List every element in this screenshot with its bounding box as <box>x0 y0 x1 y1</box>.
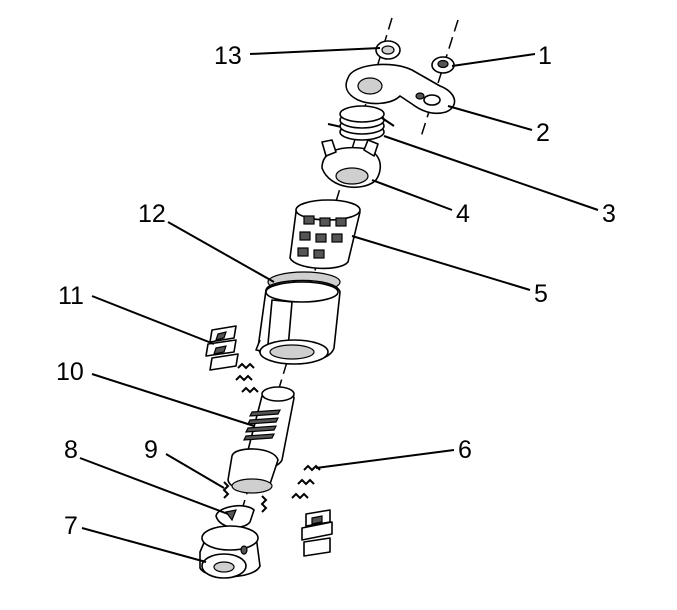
leader-lines <box>79 47 599 563</box>
part-5-cage <box>289 199 361 270</box>
part-6-springs-tumblers <box>291 464 333 557</box>
springs-upper <box>235 362 259 394</box>
part-7-bezel <box>199 525 261 579</box>
callout-9: 9 <box>144 436 158 464</box>
callout-8: 8 <box>64 436 78 464</box>
part-12-housing <box>255 271 341 365</box>
part-2-lock-pawl <box>345 63 456 115</box>
part-9-spring <box>222 481 268 513</box>
callout-1: 1 <box>538 42 552 70</box>
part-3-spring <box>327 105 395 141</box>
callout-12: 12 <box>138 200 166 228</box>
callout-5: 5 <box>534 280 548 308</box>
pawl-axis <box>419 19 459 141</box>
part-10-cylinder <box>227 386 295 494</box>
part-13-retainer <box>375 40 401 60</box>
callout-3: 3 <box>602 200 616 228</box>
callout-10: 10 <box>56 358 84 386</box>
part-1-screw <box>431 56 455 74</box>
callout-4: 4 <box>456 200 470 228</box>
callout-11: 11 <box>58 282 84 310</box>
callout-13: 13 <box>214 42 242 70</box>
callout-2: 2 <box>536 119 550 147</box>
callout-6: 6 <box>458 436 472 464</box>
part-11-tumblers <box>205 325 239 371</box>
part-4-retainer-ring <box>321 139 382 188</box>
part-8-face-cap <box>215 504 255 529</box>
callout-7: 7 <box>64 512 78 540</box>
